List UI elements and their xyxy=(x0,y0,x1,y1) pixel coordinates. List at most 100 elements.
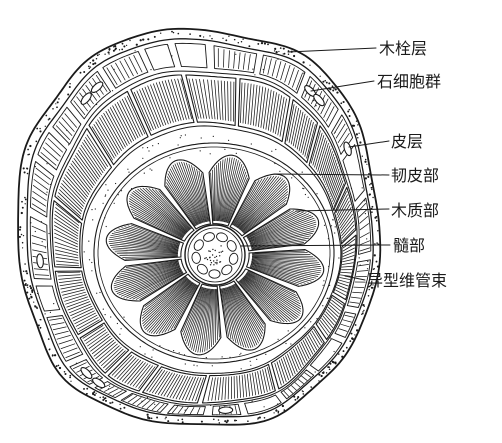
cortex-compartment-hatch-line xyxy=(35,167,51,180)
pith-dot xyxy=(214,256,216,259)
cork-stipple-dot xyxy=(27,284,29,286)
stone-cell-group xyxy=(343,141,352,157)
cortex-compartment-hatch-line xyxy=(73,362,87,369)
anomalous-bundle-segment xyxy=(237,78,291,143)
cork-stipple-dot xyxy=(364,160,367,163)
anomalous-bundle-outline xyxy=(107,351,159,392)
anomalous-bundle-hatch-line xyxy=(276,361,285,384)
cortex-band xyxy=(29,42,372,416)
anomalous-bundle-hatch-line xyxy=(65,296,88,305)
xylem-ray-line xyxy=(229,286,258,346)
xylem-ray-line xyxy=(225,168,246,223)
cortex-compartment-hatch-line xyxy=(271,59,277,77)
anomalous-bundle-outline xyxy=(315,294,345,340)
phloem-dot xyxy=(229,356,231,358)
anomalous-bundle-hatch-line xyxy=(54,225,79,240)
anomalous-bundle-hatch-line xyxy=(322,315,334,328)
cork-stipple-dot xyxy=(156,416,159,419)
cork-stipple-dot xyxy=(361,312,364,315)
cortex-dot xyxy=(46,163,48,165)
cortex-compartment-hatch-line xyxy=(320,98,329,115)
pith-dot xyxy=(212,248,214,251)
cork-stipple-dot xyxy=(347,110,350,113)
cork-stipple-dot xyxy=(107,51,110,54)
cork-stipple-dot xyxy=(235,419,238,422)
xylem-ray-line xyxy=(233,177,266,226)
cork-inner-boundary xyxy=(26,38,374,418)
anomalous-bundle-hatch-line xyxy=(315,137,326,170)
cork-stipple-dot xyxy=(374,243,376,245)
cork-stipple-dot xyxy=(64,372,67,376)
xylem-lobe-outline xyxy=(164,159,211,230)
anomalous-bundle-hatch-line xyxy=(119,358,139,381)
cork-stipple-dot xyxy=(368,193,372,196)
anomalous-bundle-hatch-line xyxy=(336,287,347,293)
anomalous-bundle-hatch-line xyxy=(101,115,122,151)
cortex-compartment-hatch-line xyxy=(34,173,50,185)
anomalous-bundle-hatch-line xyxy=(112,105,132,143)
anomalous-bundle-hatch-line xyxy=(133,91,152,132)
phloem-dot xyxy=(271,150,273,152)
pith-dot xyxy=(206,258,209,261)
cork-stipple-dot xyxy=(119,403,121,406)
phloem-dot xyxy=(144,353,146,355)
pith-dot xyxy=(215,255,218,258)
xylem-ray-line xyxy=(112,249,179,254)
phloem-dot xyxy=(193,364,195,366)
cork-stipple-dot xyxy=(21,200,23,203)
xylem-ray-line xyxy=(249,216,314,242)
anomalous-bundle-hatch-line xyxy=(71,308,94,319)
cortex-dot xyxy=(366,268,369,270)
cork-stipple-dot xyxy=(277,410,280,413)
cork-stipple-dot xyxy=(358,132,360,134)
xylem-ray-line xyxy=(146,281,192,332)
cork-stipple-dot xyxy=(329,88,332,91)
cork-stipple-dot xyxy=(55,103,57,105)
cortex-compartment-hatch-line xyxy=(112,390,123,396)
cork-stipple-dot xyxy=(52,108,54,110)
cork-stipple-dot xyxy=(177,32,180,35)
cortex-dot xyxy=(364,213,366,215)
cortex-compartment-hatch-line xyxy=(234,405,238,415)
phloem-dot xyxy=(209,153,211,155)
anomalous-bundle-hatch-line xyxy=(147,85,164,126)
xylem-ray-line xyxy=(189,287,207,349)
xylem-ray-line xyxy=(139,188,189,232)
cortex-compartment-segment xyxy=(30,161,55,218)
phloem-dot xyxy=(184,363,186,365)
cortex-dot xyxy=(30,222,32,224)
cork-stipple-dot xyxy=(293,395,296,398)
xylem-ray-line xyxy=(181,161,204,223)
xylem-ray-line xyxy=(171,166,200,225)
anomalous-bundle-hatch-line xyxy=(83,139,105,171)
xylem-ray-line xyxy=(227,286,254,348)
cork-stipple-dot xyxy=(89,66,92,68)
anomalous-bundle-hatch-line xyxy=(121,359,142,382)
cortex-compartment-hatch-line xyxy=(32,185,48,196)
cortex-compartment-hatch-line xyxy=(267,58,272,75)
anomalous-bundle-hatch-line xyxy=(93,339,115,357)
phloem-dot xyxy=(322,305,324,307)
anomalous-bundle-segment xyxy=(130,74,195,136)
anomalous-bundle-hatch-line xyxy=(341,224,355,239)
xylem-ray-line xyxy=(247,270,297,296)
xylem-ray-line xyxy=(238,280,275,321)
anomalous-bundle-hatch-line xyxy=(267,367,274,390)
phloem-dot xyxy=(196,365,198,367)
cortex-compartment-hatch-line xyxy=(49,317,63,321)
phloem-dot xyxy=(104,314,106,316)
anomalous-bundle-hatch-line xyxy=(321,148,332,179)
cork-stipple-dot xyxy=(108,49,111,51)
cortex-compartment-hatch-line xyxy=(119,60,130,79)
xylem-ray-line xyxy=(148,188,191,230)
cortex-dot xyxy=(361,187,363,189)
phloem-dot xyxy=(290,343,292,345)
anomalous-bundle-hatch-line xyxy=(85,329,107,344)
xylem-ray-line xyxy=(228,177,248,224)
cork-stipple-dot xyxy=(25,270,28,273)
anomalous-bundle-hatch-line xyxy=(277,96,285,136)
cork-stipple-dot xyxy=(240,41,243,43)
anomalous-bundle-hatch-line xyxy=(304,338,314,355)
cork-stipple-dot xyxy=(328,366,331,368)
anomalous-bundle-hatch-line xyxy=(54,217,79,234)
